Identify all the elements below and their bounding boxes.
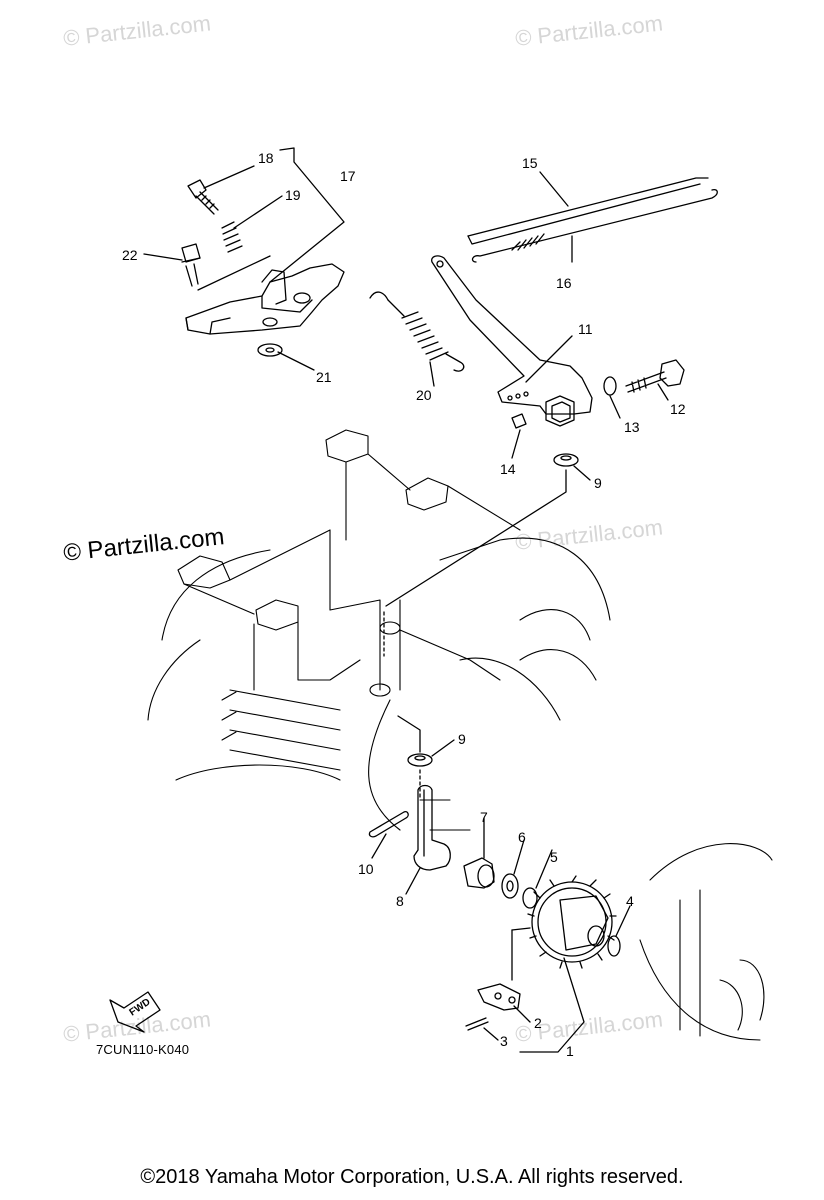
spring-part-19 [221, 221, 243, 253]
collar-part-7 [463, 857, 495, 889]
callout-12: 12 [670, 401, 686, 417]
callout-5: 5 [550, 849, 558, 865]
clip-part-14 [511, 413, 527, 429]
leader-line [397, 715, 421, 753]
callout-9-upper: 9 [594, 475, 602, 491]
screw-part-18 [187, 179, 219, 215]
callout-21: 21 [316, 369, 332, 385]
callout-6: 6 [518, 829, 526, 845]
callout-18: 18 [258, 150, 274, 166]
callout-1: 1 [566, 1043, 574, 1059]
callout-11: 11 [578, 321, 593, 337]
callout-19: 19 [285, 187, 301, 203]
rod-part-16 [471, 188, 718, 263]
lever-arm-part-11 [431, 255, 593, 427]
weight-part-2 [477, 983, 521, 1011]
callout-16: 16 [556, 275, 572, 291]
callout-22: 22 [122, 247, 138, 263]
diagram-code: 7CUN110-K040 [96, 1042, 190, 1057]
engine-casing [147, 429, 611, 831]
callout-15: 15 [522, 155, 538, 171]
right-casing [639, 843, 773, 1041]
callout-10: 10 [358, 861, 374, 877]
bolt-part-12 [625, 359, 685, 393]
washer-part-13 [603, 376, 617, 396]
leader-line [511, 927, 585, 1053]
pin-part-3 [465, 1017, 489, 1031]
shaft-part-8 [413, 784, 451, 871]
callout-9-lower: 9 [458, 731, 466, 747]
callout-leaders [143, 147, 669, 1041]
clip-part-5 [522, 887, 538, 909]
callout-3: 3 [500, 1033, 508, 1049]
callout-8: 8 [396, 893, 404, 909]
spring-part-20 [369, 291, 465, 372]
callout-14: 14 [500, 461, 516, 477]
rod-part-15 [467, 177, 709, 245]
washer-part-4 [607, 935, 621, 957]
governor-lever-bracket [185, 263, 345, 335]
fwd-label: FWD [128, 997, 153, 1019]
governor-gear-part-1 [527, 875, 617, 969]
callout-4: 4 [626, 893, 634, 909]
callout-13: 13 [624, 419, 640, 435]
fwd-arrow-icon [109, 991, 161, 1033]
callout-7: 7 [480, 809, 488, 825]
callout-20: 20 [416, 387, 432, 403]
leader-line [385, 469, 567, 607]
callout-17: 17 [340, 168, 356, 184]
washer-part-21 [257, 343, 283, 357]
pin-part-10 [368, 810, 409, 838]
bolt-part-22 [181, 243, 201, 287]
callout-2: 2 [534, 1015, 542, 1031]
washer-part-6 [501, 873, 519, 899]
washer-part-9-lower [407, 753, 433, 767]
washer-part-9-upper [553, 453, 579, 467]
copyright-notice: ©2018 Yamaha Motor Corporation, U.S.A. A… [140, 1166, 684, 1188]
